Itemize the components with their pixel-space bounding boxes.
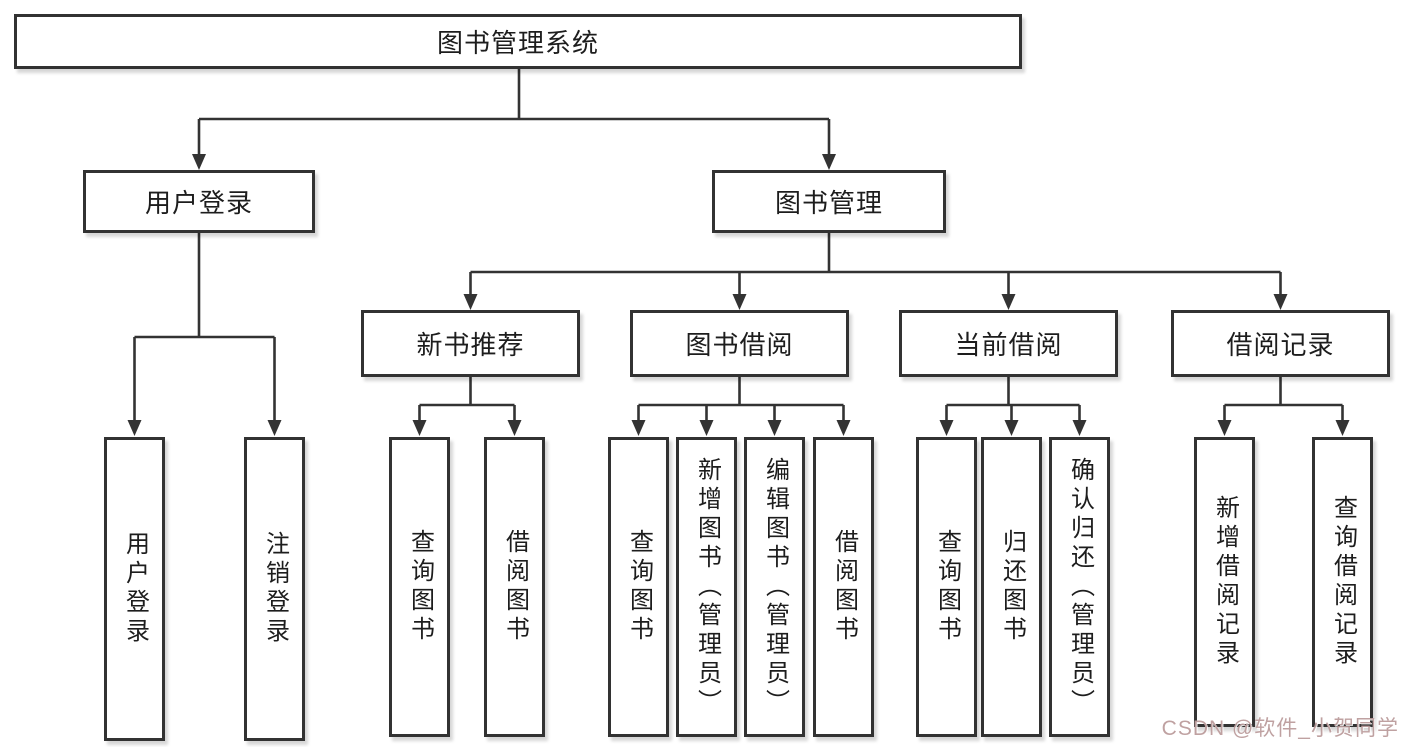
arrowhead-icon <box>1072 420 1087 436</box>
node-label: 注销登录 <box>261 531 289 647</box>
node-label: 新书推荐 <box>416 330 525 360</box>
arrowhead-icon <box>192 154 206 170</box>
arrowhead-icon <box>767 420 782 436</box>
node-borrow-record: 借阅记录 <box>1171 310 1390 377</box>
node-label: 确认归还（管理员） <box>1066 456 1094 718</box>
node-label: 借阅图书 <box>830 529 858 645</box>
arrowhead-icon <box>1001 294 1016 310</box>
node-book-mgmt-branch: 图书管理 <box>712 170 946 233</box>
node-label: 当前借阅 <box>954 330 1063 360</box>
arrowhead-icon <box>939 420 954 436</box>
node-label: 图书管理 <box>774 188 883 218</box>
node-label: 借阅图书 <box>501 529 529 645</box>
node-leaf-query-books-2: 查询图书 <box>608 437 669 737</box>
arrowhead-icon <box>507 420 522 436</box>
node-label: 查询图书 <box>406 529 434 645</box>
node-leaf-logout: 注销登录 <box>244 437 305 741</box>
arrowhead-icon <box>732 294 747 310</box>
arrowhead-icon <box>836 420 851 436</box>
arrowhead-icon <box>1273 294 1288 310</box>
csdn-watermark: CSDN @软件_小贺同学 <box>1161 717 1399 740</box>
node-label: 新增图书（管理员） <box>693 456 721 718</box>
node-leaf-query-books-1: 查询图书 <box>389 437 450 737</box>
node-leaf-return-books: 归还图书 <box>981 437 1042 737</box>
node-book-borrow: 图书借阅 <box>630 310 849 377</box>
node-label: 查询图书 <box>625 529 653 645</box>
node-new-book-recommend: 新书推荐 <box>361 310 580 377</box>
arrowhead-icon <box>127 420 142 436</box>
node-leaf-user-login: 用户登录 <box>104 437 165 741</box>
node-label: 编辑图书（管理员） <box>761 456 789 718</box>
node-label: 查询图书 <box>933 529 961 645</box>
node-user-login-branch: 用户登录 <box>83 170 315 233</box>
node-leaf-add-borrow-record: 新增借阅记录 <box>1194 437 1255 727</box>
node-label: 用户登录 <box>121 531 149 647</box>
node-root-system: 图书管理系统 <box>14 14 1022 69</box>
arrowhead-icon <box>412 420 427 436</box>
node-label: 借阅记录 <box>1226 330 1335 360</box>
node-label: 查询借阅记录 <box>1329 495 1357 669</box>
node-leaf-confirm-return-admin: 确认归还（管理员） <box>1049 437 1110 737</box>
node-label: 新增借阅记录 <box>1211 495 1239 669</box>
arrowheads <box>127 154 1350 436</box>
arrowhead-icon <box>463 294 478 310</box>
arrowhead-icon <box>1335 420 1350 436</box>
node-current-borrow: 当前借阅 <box>899 310 1118 377</box>
arrowhead-icon <box>822 154 836 170</box>
node-leaf-borrow-books-2: 借阅图书 <box>813 437 874 737</box>
arrowhead-icon <box>631 420 646 436</box>
node-leaf-borrow-books-1: 借阅图书 <box>484 437 545 737</box>
connector-lines <box>133 68 1344 421</box>
arrowhead-icon <box>699 420 714 436</box>
node-leaf-edit-books-admin: 编辑图书（管理员） <box>744 437 805 737</box>
arrowhead-icon <box>1004 420 1019 436</box>
node-label: 用户登录 <box>144 188 253 218</box>
arrowhead-icon <box>1217 420 1232 436</box>
arrowhead-icon <box>267 420 282 436</box>
node-leaf-query-books-3: 查询图书 <box>916 437 977 737</box>
node-label: 归还图书 <box>998 529 1026 645</box>
node-leaf-query-borrow-record: 查询借阅记录 <box>1312 437 1373 727</box>
node-leaf-add-books-admin: 新增图书（管理员） <box>676 437 737 737</box>
node-label: 图书管理系统 <box>436 28 599 58</box>
node-label: 图书借阅 <box>685 330 794 360</box>
